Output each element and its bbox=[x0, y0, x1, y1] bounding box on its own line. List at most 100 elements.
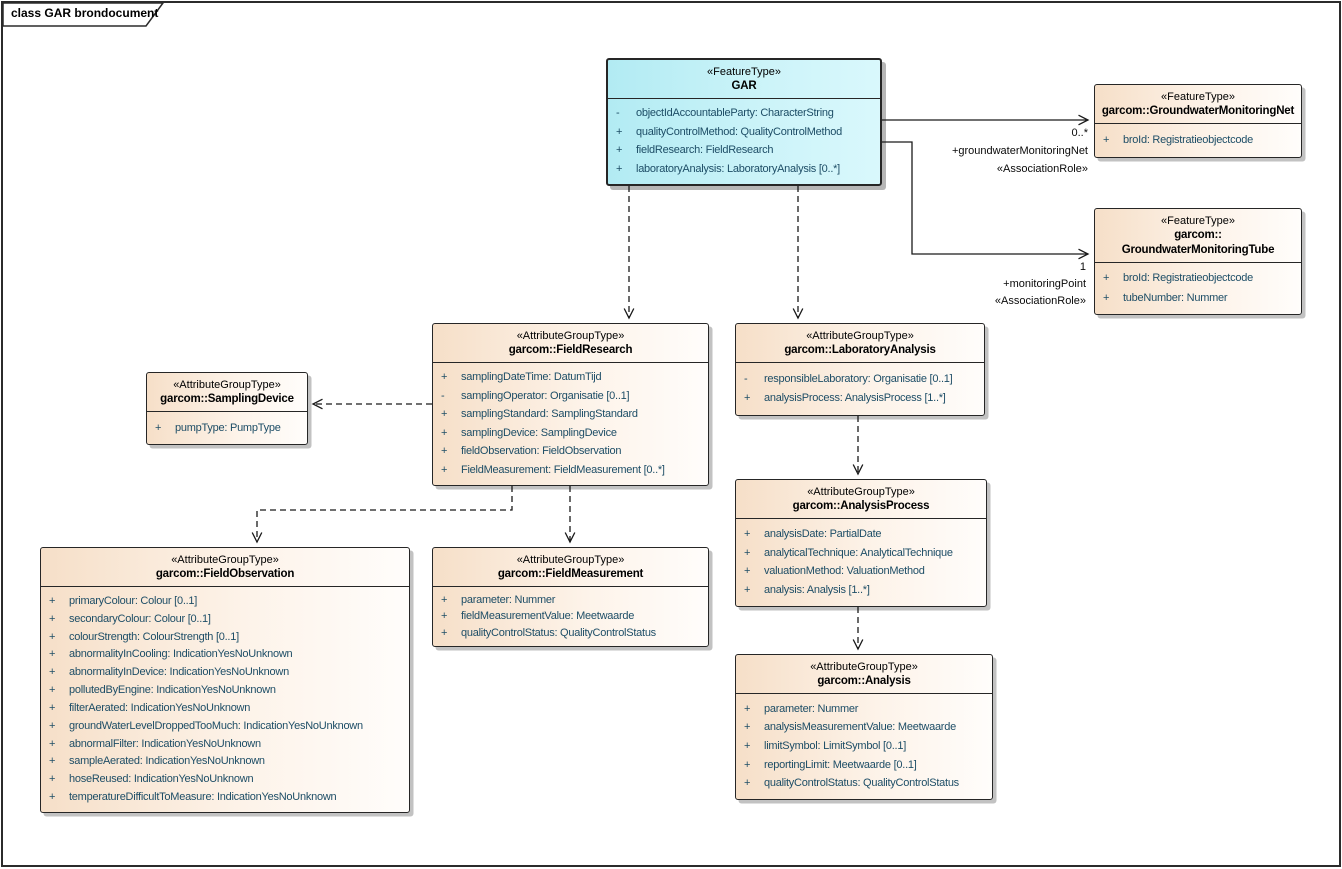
visibility-sign: - bbox=[616, 107, 620, 120]
attribute-row: +limitSymbol: LimitSymbol [0..1] bbox=[736, 740, 992, 752]
attribute-text: qualityControlStatus: QualityControlStat… bbox=[461, 626, 656, 639]
class-box-laboratoryanalysis[interactable]: «AttributeGroupType» garcom::LaboratoryA… bbox=[735, 323, 985, 416]
attribute-row: + analyticalTechnique: AnalyticalTechniqu… bbox=[736, 547, 986, 559]
attribute-text: laboratoryAnalysis: LaboratoryAnalysis [… bbox=[636, 162, 840, 175]
attribute-text: colourStrength: ColourStrength [0..1] bbox=[69, 630, 239, 643]
attribute-text: hoseReused: IndicationYesNoUnknown bbox=[69, 773, 254, 786]
class-name-line2: GroundwaterMonitoringTube bbox=[1121, 244, 1275, 256]
stereotype-label-tube: «AssociationRole» bbox=[994, 295, 1086, 307]
attribute-text: samplingDevice: SamplingDevice bbox=[461, 426, 617, 439]
stereotype-label: «AttributeGroupType» bbox=[173, 379, 281, 391]
attributes-compartment: +broId: Registratieobjectcode+tubeNumber… bbox=[1095, 263, 1301, 314]
class-name: garcom::GroundwaterMonitoringNet bbox=[1101, 105, 1295, 117]
attribute-text: samplingStandard: SamplingStandard bbox=[461, 408, 638, 421]
attribute-text: pollutedByEngine: IndicationYesNoUnknown bbox=[69, 684, 276, 697]
attribute-row: +pollutedByEngine: IndicationYesNoUnknow… bbox=[41, 684, 409, 696]
attribute-row: +valuationMethod: ValuationMethod bbox=[736, 565, 986, 577]
attribute-row: + laboratoryAnalysis: LaboratoryAnalysis … bbox=[608, 163, 880, 175]
attribute-row: +analysisMeasurementValue: Meetwaarde bbox=[736, 721, 992, 733]
stereotype-label: «FeatureType» bbox=[707, 66, 781, 78]
attribute-row: + parameter: Nummer bbox=[736, 703, 992, 715]
attribute-text: fieldMeasurementValue: Meetwaarde bbox=[461, 610, 635, 622]
class-name: GAR bbox=[731, 80, 757, 92]
stereotype-label: «AttributeGroupType» bbox=[807, 486, 915, 498]
attribute-row: -objectIdAccountableParty: CharacterStri… bbox=[608, 107, 880, 119]
visibility-sign: + bbox=[49, 791, 56, 804]
stereotype-label: «AttributeGroupType» bbox=[516, 330, 625, 342]
visibility-sign: - bbox=[441, 389, 445, 402]
diagram-title: class GAR brondocument bbox=[11, 6, 159, 20]
class-box-fieldobservation[interactable]: «AttributeGroupType» garcom::FieldObserv… bbox=[40, 547, 410, 813]
attribute-row: +analysisProcess: AnalysisProcess [1..*] bbox=[736, 392, 984, 404]
attribute-row: +filterAerated: IndicationYesNoUnknown bbox=[41, 702, 409, 714]
visibility-sign: + bbox=[441, 445, 448, 458]
attribute-row: + fieldObservation: FieldObservation bbox=[433, 445, 708, 457]
attribute-row: + qualityControlMethod: QualityControlMet… bbox=[608, 126, 880, 138]
attributes-compartment: -objectIdAccountableParty: CharacterStri… bbox=[608, 99, 880, 184]
role-label-tube: +monitoringPoint bbox=[1003, 278, 1086, 290]
visibility-sign: + bbox=[441, 610, 448, 622]
attribute-row: +colourStrength: ColourStrength [0..1] bbox=[41, 631, 409, 643]
class-name-line1: garcom:: bbox=[1174, 229, 1222, 241]
class-header: «AttributeGroupType» garcom::AnalysisPro… bbox=[736, 480, 986, 519]
attribute-row: +analysis: Analysis [1..*] bbox=[736, 584, 986, 596]
class-box-fieldmeasurement[interactable]: «AttributeGroupType» garcom::FieldMeasur… bbox=[432, 547, 709, 647]
attribute-text: reportingLimit: Meetwaarde [0..1] bbox=[764, 758, 917, 771]
class-box-gar[interactable]: «FeatureType» GAR -objectIdAccountablePa… bbox=[606, 58, 882, 186]
attribute-text: abnormalFilter: IndicationYesNoUnknown bbox=[69, 737, 261, 750]
visibility-sign: + bbox=[616, 125, 623, 138]
visibility-sign: + bbox=[744, 527, 751, 540]
visibility-sign: + bbox=[744, 702, 751, 715]
attribute-row: + abnormalFilter: IndicationYesNoUnknown bbox=[41, 738, 409, 750]
attribute-text: parameter: Nummer bbox=[764, 702, 859, 715]
visibility-sign: + bbox=[1103, 134, 1110, 146]
class-header: «FeatureType» GAR bbox=[608, 60, 880, 99]
visibility-sign: + bbox=[744, 392, 751, 405]
visibility-sign: + bbox=[441, 626, 448, 639]
class-name: garcom::LaboratoryAnalysis bbox=[784, 344, 936, 356]
attribute-row: +qualityControlStatus: QualityControlSta… bbox=[736, 777, 992, 789]
attribute-row: + samplingStandard: SamplingStandard bbox=[433, 408, 708, 420]
attribute-row: +FieldMeasurement: FieldMeasurement [0..… bbox=[433, 464, 708, 476]
visibility-sign: + bbox=[441, 371, 448, 384]
class-box-samplingdevice[interactable]: «AttributeGroupType» garcom::SamplingDev… bbox=[146, 372, 308, 445]
visibility-sign: + bbox=[49, 594, 56, 607]
attributes-compartment: -responsibleLaboratory: Organisatie [0..… bbox=[736, 363, 984, 415]
attributes-compartment: +pumpType: PumpType bbox=[147, 412, 307, 444]
stereotype-label: «AttributeGroupType» bbox=[171, 554, 279, 566]
attribute-row: + reportingLimit: Meetwaarde [0..1] bbox=[736, 759, 992, 771]
class-box-analysisprocess[interactable]: «AttributeGroupType» garcom::AnalysisPro… bbox=[735, 479, 987, 607]
visibility-sign: + bbox=[744, 546, 751, 559]
attribute-text: qualityControlMethod: QualityControlMeth… bbox=[636, 125, 842, 138]
attribute-row: +pumpType: PumpType bbox=[147, 422, 307, 434]
attribute-row: + qualityControlStatus: QualityControlSta… bbox=[433, 627, 708, 639]
visibility-sign: + bbox=[441, 408, 448, 421]
attribute-row: +abnormalityInCooling: IndicationYesNoUn… bbox=[41, 648, 409, 660]
attribute-row: +analysisDate: PartialDate bbox=[736, 528, 986, 540]
class-box-fieldresearch[interactable]: «AttributeGroupType» garcom::FieldResear… bbox=[432, 323, 709, 486]
class-header: «FeatureType» garcom:: GroundwaterMonito… bbox=[1095, 209, 1301, 263]
attributes-compartment: +parameter: Nummer + fieldMeasurementValue… bbox=[433, 587, 708, 646]
stereotype-label: «AttributeGroupType» bbox=[806, 330, 914, 342]
attribute-text: fieldObservation: FieldObservation bbox=[461, 445, 622, 458]
class-box-groundwatermonitoringtube[interactable]: «FeatureType» garcom:: GroundwaterMonito… bbox=[1094, 208, 1302, 315]
attribute-row: +groundWaterLevelDroppedTooMuch: Indicat… bbox=[41, 720, 409, 732]
attribute-text: tubeNumber: Nummer bbox=[1123, 291, 1228, 304]
attribute-row: +secondaryColour: Colour [0..1] bbox=[41, 613, 409, 625]
visibility-sign: + bbox=[49, 737, 56, 750]
attribute-row: +temperatureDifficultToMeasure: Indicati… bbox=[41, 791, 409, 803]
visibility-sign: + bbox=[744, 758, 751, 771]
class-header: «AttributeGroupType» garcom::FieldResear… bbox=[433, 324, 708, 363]
attribute-row: +broId: Registratieobjectcode bbox=[1095, 272, 1301, 284]
attribute-text: analyticalTechnique: AnalyticalTechnique bbox=[764, 546, 953, 559]
class-header: «AttributeGroupType» garcom::LaboratoryA… bbox=[736, 324, 984, 363]
class-box-groundwatermonitoringnet[interactable]: «FeatureType» garcom::GroundwaterMonitor… bbox=[1094, 84, 1302, 158]
class-box-analysis[interactable]: «AttributeGroupType» garcom::Analysis +p… bbox=[735, 654, 993, 800]
attribute-row: +parameter: Nummer bbox=[433, 594, 708, 606]
stereotype-label: «AttributeGroupType» bbox=[516, 554, 625, 566]
attribute-text: responsibleLaboratory: Organisatie [0..1… bbox=[764, 372, 953, 385]
attribute-text: analysis: Analysis [1..*] bbox=[764, 584, 870, 597]
stereotype-label: «AttributeGroupType» bbox=[810, 661, 918, 673]
visibility-sign: + bbox=[616, 162, 623, 175]
stereotype-label: «FeatureType» bbox=[1161, 215, 1235, 227]
